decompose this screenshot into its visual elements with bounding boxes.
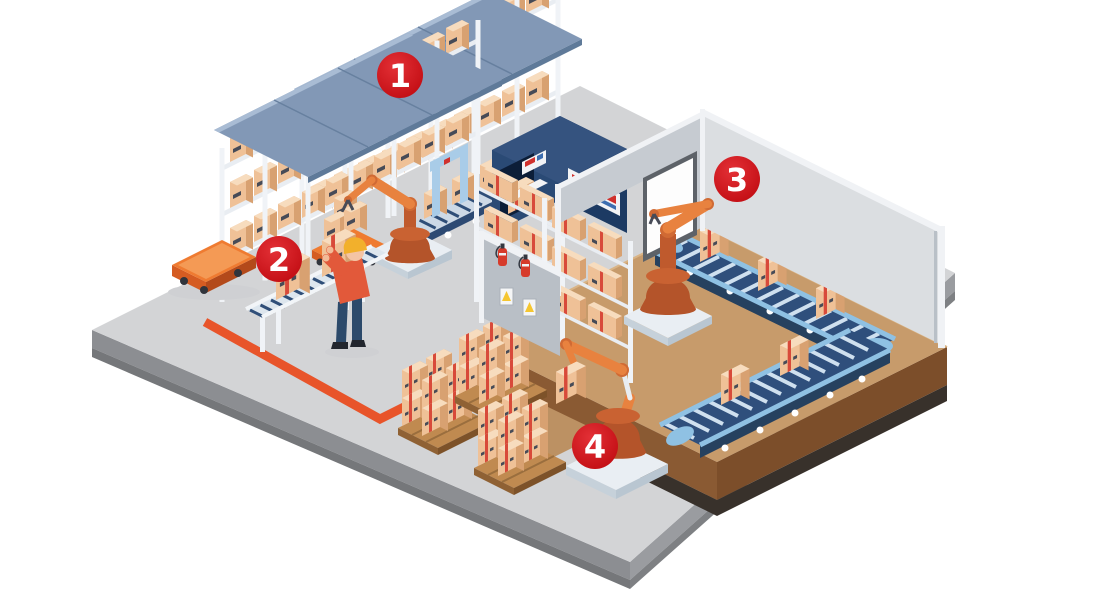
- room-conveyor-outfeed: [658, 327, 892, 458]
- door-opening: [647, 158, 693, 254]
- marker-3[interactable]: 3: [714, 156, 760, 202]
- safety-helmet: [343, 237, 367, 254]
- robot-arm-picking: [341, 174, 452, 279]
- marker-4-label: 4: [584, 428, 606, 466]
- room-right-wall: [700, 109, 945, 348]
- robot-arm-palletizing: [556, 338, 668, 499]
- scanner-arch: [430, 143, 468, 218]
- marker-2-label: 2: [268, 241, 290, 279]
- room-door-wall: [555, 111, 703, 296]
- safety-wall: [479, 231, 560, 356]
- marker-1[interactable]: 1: [377, 52, 423, 98]
- sorting-room: [398, 109, 948, 516]
- booth-monitor-left: [522, 150, 546, 175]
- marker-4[interactable]: 4: [572, 423, 618, 469]
- marker-1-label: 1: [389, 57, 411, 95]
- agv-shuttle: [168, 240, 260, 300]
- hazard-sign-icon: [522, 298, 537, 317]
- hazard-sign-icon: [499, 287, 514, 306]
- warehouse-worker: [322, 237, 379, 358]
- marker-3-label: 3: [726, 161, 748, 199]
- robot-arm-sorting: [624, 198, 714, 346]
- marker-2[interactable]: 2: [256, 236, 302, 282]
